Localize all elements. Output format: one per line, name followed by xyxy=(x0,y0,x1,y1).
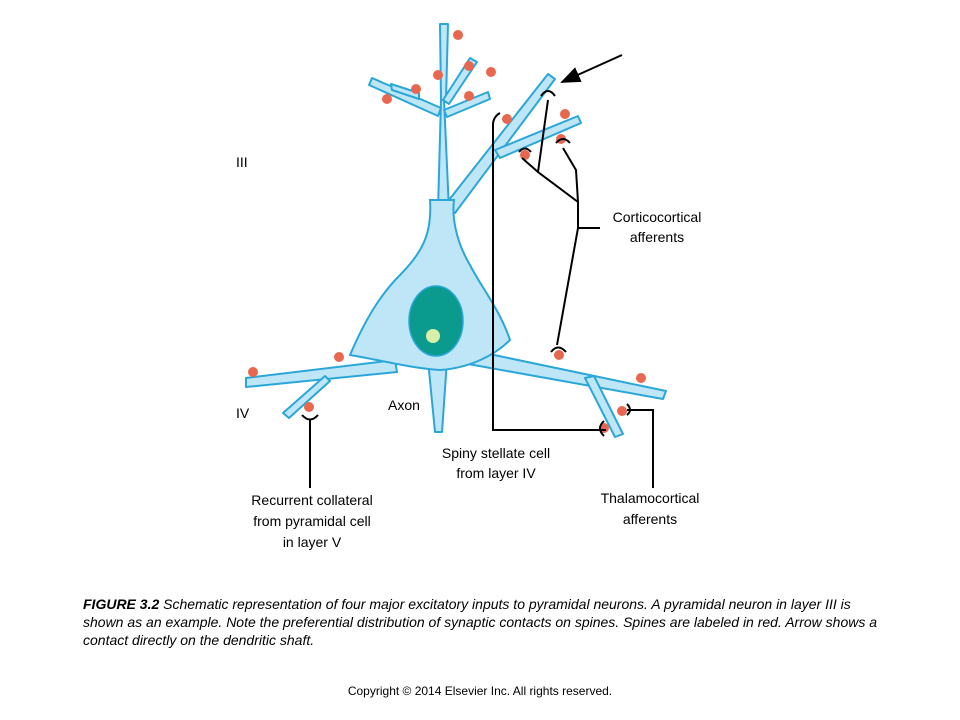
synaptic-terminal xyxy=(540,90,556,97)
afferent-fibers xyxy=(301,90,654,488)
basal-dendrite-right xyxy=(467,349,667,400)
spine xyxy=(248,367,258,377)
thalamocortical-label-line2: afferents xyxy=(623,511,677,527)
spine xyxy=(617,406,627,416)
synaptic-terminal xyxy=(599,420,605,437)
spine xyxy=(486,67,496,77)
shaft-contact-arrow xyxy=(560,54,623,83)
figure-label: FIGURE 3.2 xyxy=(83,596,160,612)
spine xyxy=(433,70,443,80)
corticocortical-label-line2: afferents xyxy=(630,229,684,245)
spine xyxy=(382,94,392,104)
basal-dendrite-left xyxy=(245,359,398,388)
spine xyxy=(560,109,570,119)
spine xyxy=(304,402,314,412)
axon-label: Axon xyxy=(388,397,420,413)
thalamocortical-label-line1: Thalamocortical xyxy=(601,490,700,506)
spine xyxy=(636,373,646,383)
layer-iv-label: IV xyxy=(236,405,250,421)
spine xyxy=(464,61,474,71)
recurrent-label-line2: from pyramidal cell xyxy=(253,513,370,529)
spines xyxy=(248,30,646,433)
spine xyxy=(520,150,530,160)
spine xyxy=(453,30,463,40)
recurrent-label-line3: in layer V xyxy=(283,534,342,550)
spine xyxy=(554,350,564,360)
recurrent-label-line1: Recurrent collateral xyxy=(251,492,372,508)
copyright-notice: Copyright © 2014 Elsevier Inc. All right… xyxy=(347,684,613,698)
synaptic-terminal xyxy=(555,138,571,144)
layer-iii-label: III xyxy=(236,154,248,170)
nucleus xyxy=(408,285,464,357)
soma xyxy=(348,199,512,372)
spiny-stellate-label-line2: from layer IV xyxy=(456,465,536,481)
spine xyxy=(334,352,344,362)
spine xyxy=(502,114,512,124)
oblique-dendrite xyxy=(444,73,556,214)
spiny-stellate-label-line1: Spiny stellate cell xyxy=(442,445,550,461)
spine xyxy=(411,84,421,94)
synaptic-terminal xyxy=(518,147,532,153)
spine xyxy=(464,91,474,101)
corticocortical-label-line1: Corticocortical xyxy=(613,209,702,225)
nucleolus xyxy=(426,329,440,343)
synaptic-terminal xyxy=(301,414,319,421)
caption-text: Schematic representation of four major e… xyxy=(83,596,878,648)
pyramidal-neuron-diagram: III IV Axon Corticocortical afferents Sp… xyxy=(236,23,702,550)
synaptic-terminal xyxy=(550,346,567,353)
figure-caption: FIGURE 3.2 Schematic representation of f… xyxy=(83,595,883,649)
